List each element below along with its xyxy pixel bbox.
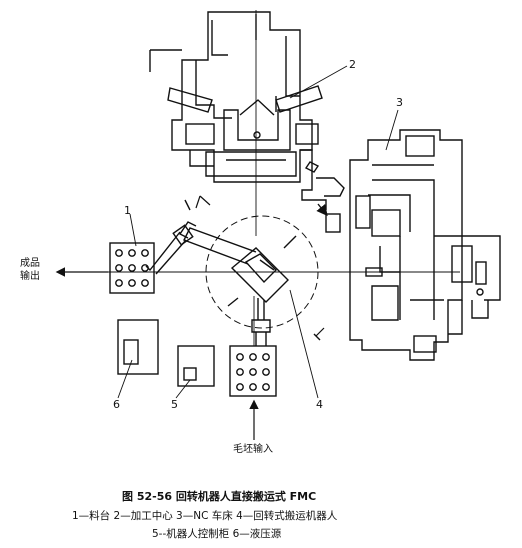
label-6: 6 xyxy=(113,398,120,411)
figure-caption-title: 图 52-56 回转机器人直接搬运式 FMC xyxy=(122,490,317,503)
label-1: 1 xyxy=(124,204,131,217)
robot-control-cabinet xyxy=(177,345,215,387)
rotary-robot xyxy=(145,215,319,346)
label-5: 5 xyxy=(171,398,178,411)
hydraulic-source xyxy=(117,319,159,375)
output-label-line1: 成品 xyxy=(20,258,40,269)
label-2: 2 xyxy=(349,58,356,71)
figure-legend-line1: 1—料台 2—加工中心 3—NC 车床 4—回转式搬运机器人 xyxy=(72,510,338,522)
output-label-line2: 输出 xyxy=(20,271,40,282)
label-3: 3 xyxy=(396,96,403,109)
label-4: 4 xyxy=(316,398,323,411)
material-table-input xyxy=(229,345,277,397)
machining-center xyxy=(149,11,345,233)
nc-lathe xyxy=(349,129,501,361)
input-label: 毛坯输入 xyxy=(233,444,273,455)
figure-legend-line2: 5--机器人控制柜 6—液压源 xyxy=(152,528,282,540)
